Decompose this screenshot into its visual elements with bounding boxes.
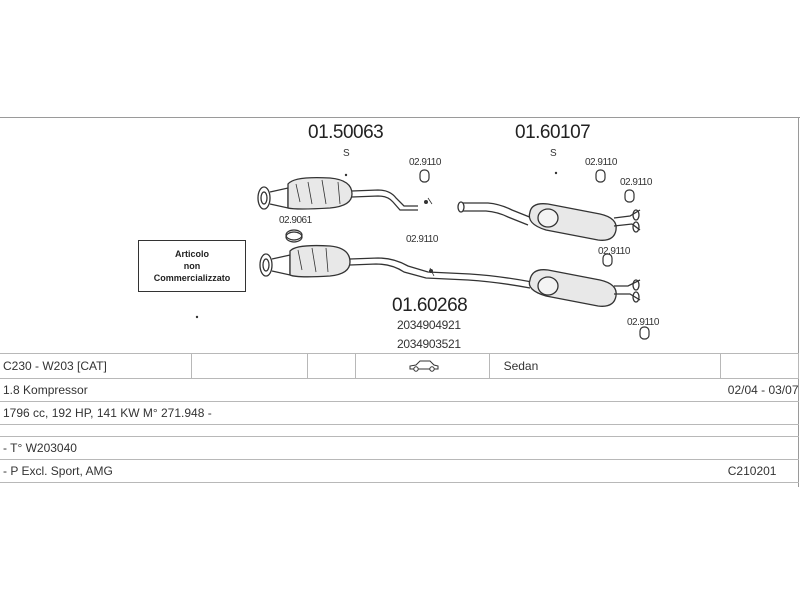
- specs-row: 1796 cc, 192 HP, 141 KW M° 271.948 -: [0, 401, 799, 425]
- spacer-row: [0, 424, 799, 437]
- part-number: 01.60107: [515, 122, 591, 143]
- exclusion-row: - P Excl. Sport, AMG C210201: [0, 459, 799, 483]
- oem-number: 2034903521: [397, 337, 461, 351]
- empty-cell: [191, 353, 309, 379]
- vehicle-info-table: C230 - W203 [CAT] Sedan 1.8 Kompressor 0…: [0, 353, 799, 483]
- exhaust-drawing: [195, 169, 650, 340]
- model-cell: C230 - W203 [CAT]: [0, 353, 192, 379]
- oem-number: 2034904921: [397, 318, 461, 332]
- specs-cell: 1796 cc, 192 HP, 141 KW M° 271.948 -: [0, 401, 799, 425]
- model-row: C230 - W203 [CAT] Sedan: [0, 353, 799, 379]
- clamp-label: 02.9110: [627, 317, 659, 328]
- not-sold-line: Articolo: [174, 249, 209, 259]
- not-sold-line: Commercializzato: [153, 273, 231, 283]
- gasket-label: 02.9061: [279, 215, 312, 226]
- frame-top-line: [0, 117, 800, 118]
- sedan-car-icon: [409, 360, 439, 373]
- clamp-label: 02.9110: [598, 246, 630, 257]
- empty-cell: [0, 424, 799, 437]
- part-suffix: S: [343, 148, 350, 159]
- body-icon-cell: [355, 353, 490, 379]
- frame-right-line: [798, 117, 799, 487]
- lower-catalytic-converter-icon: [259, 244, 533, 289]
- catalog-code-cell: C210201: [720, 459, 799, 483]
- upper-catalytic-converter-icon: [257, 176, 418, 211]
- engine-row: 1.8 Kompressor 02/04 - 03/07: [0, 378, 799, 402]
- clamp-label: 02.9110: [620, 177, 652, 188]
- part-suffix: S: [550, 148, 557, 159]
- type-cell: - T° W203040: [0, 436, 799, 460]
- exhaust-diagram: 01.50063 S 01.60107 S 02.9110 02.9110 02…: [0, 118, 800, 353]
- part-number: 01.50063: [308, 122, 384, 143]
- empty-cell: [307, 353, 356, 379]
- production-cell: 02/04 - 03/07: [720, 378, 799, 402]
- not-sold-box: Articolo non Commercializzato: [138, 240, 246, 292]
- lower-rear-silencer-icon: [528, 269, 641, 307]
- empty-cell: [720, 353, 799, 379]
- upper-rear-silencer-icon: [457, 201, 641, 241]
- clamp-label: 02.9110: [406, 234, 438, 245]
- exclusion-cell: - P Excl. Sport, AMG: [0, 459, 721, 483]
- clamp-label: 02.9110: [585, 157, 617, 168]
- clamp-label: 02.9110: [409, 157, 441, 168]
- part-number: 01.60268: [392, 295, 468, 316]
- type-row: - T° W203040: [0, 436, 799, 460]
- hanger-icons: [285, 169, 650, 340]
- engine-cell: 1.8 Kompressor: [0, 378, 721, 402]
- not-sold-line: non: [183, 261, 201, 271]
- body-type-cell: Sedan: [489, 353, 722, 379]
